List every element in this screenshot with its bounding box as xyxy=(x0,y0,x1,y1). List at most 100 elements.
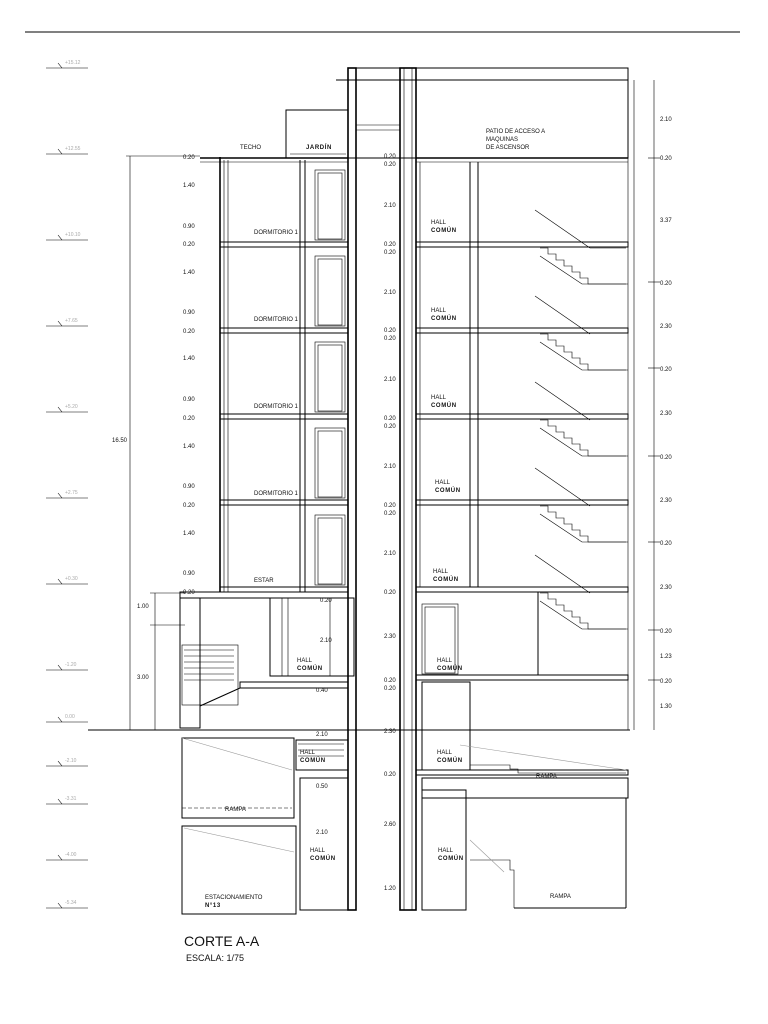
svg-text:COMÚN: COMÚN xyxy=(431,315,457,322)
overall-height-dimension: 16.50 1.00 3.00 xyxy=(112,155,200,730)
svg-text:1.20: 1.20 xyxy=(384,886,396,892)
svg-text:2.10: 2.10 xyxy=(384,377,396,383)
svg-text:2.30: 2.30 xyxy=(660,411,672,417)
svg-text:0.20: 0.20 xyxy=(384,328,396,334)
stair-flight xyxy=(534,381,628,457)
svg-text:0.20: 0.20 xyxy=(384,424,396,430)
level-marker: 0.00 xyxy=(46,714,88,723)
svg-text:0.50: 0.50 xyxy=(316,784,328,790)
svg-text:0.20: 0.20 xyxy=(660,629,672,635)
svg-text:2.10: 2.10 xyxy=(384,551,396,557)
label-estar: ESTAR xyxy=(254,578,274,584)
svg-text:0.20: 0.20 xyxy=(384,154,396,160)
svg-text:0.20: 0.20 xyxy=(183,329,195,335)
svg-text:0.20: 0.20 xyxy=(320,598,332,604)
label-jardin: JARDÍN xyxy=(306,143,332,151)
svg-text:0.20: 0.20 xyxy=(384,511,396,517)
label-hall: HALL xyxy=(431,308,447,314)
svg-text:0.20: 0.20 xyxy=(384,686,396,692)
room-labels: TECHO JARDÍN PATIO DE ACCESO A MAQUINAS … xyxy=(205,129,571,909)
doors xyxy=(314,169,459,675)
svg-text:0.20: 0.20 xyxy=(183,416,195,422)
label-hall: HALL xyxy=(433,569,449,575)
svg-text:1.40: 1.40 xyxy=(183,531,195,537)
svg-text:+2.75: +2.75 xyxy=(65,490,78,496)
svg-text:DE ASCENSOR: DE ASCENSOR xyxy=(486,145,530,151)
svg-text:N°13: N°13 xyxy=(205,903,221,909)
label-dormitorio: DORMITORIO 1 xyxy=(254,491,299,497)
svg-text:0.90: 0.90 xyxy=(183,571,195,577)
central-dimensions: 0.20 0.20 2.10 0.20 0.20 2.10 0.20 0.20 … xyxy=(316,154,396,892)
svg-text:0.20: 0.20 xyxy=(183,155,195,161)
svg-text:0.20: 0.20 xyxy=(183,503,195,509)
svg-text:3.00: 3.00 xyxy=(137,675,149,681)
svg-text:COMÚN: COMÚN xyxy=(437,757,463,764)
svg-text:0.00: 0.00 xyxy=(65,714,75,720)
svg-text:0.20: 0.20 xyxy=(660,455,672,461)
svg-text:-4.00: -4.00 xyxy=(65,852,77,858)
svg-text:0.20: 0.20 xyxy=(183,590,195,596)
svg-text:2.30: 2.30 xyxy=(660,498,672,504)
svg-text:2.30: 2.30 xyxy=(384,729,396,735)
svg-text:2.10: 2.10 xyxy=(320,638,332,644)
svg-text:COMÚN: COMÚN xyxy=(297,665,323,672)
svg-text:1.00: 1.00 xyxy=(137,604,149,610)
level-marker: +5.20 xyxy=(46,404,88,413)
stair-flight xyxy=(534,295,628,371)
level-marker: +12.55 xyxy=(46,146,88,155)
svg-text:-1.20: -1.20 xyxy=(65,662,77,668)
level-marker: +0.30 xyxy=(46,576,88,585)
level-marker: -3.31 xyxy=(46,796,88,805)
label-rampa: RAMPA xyxy=(225,807,246,813)
right-dimension-column: 2.10 0.20 3.37 0.20 2.30 0.20 2.30 0.20 … xyxy=(648,80,672,730)
label-hall: HALL xyxy=(310,848,326,854)
level-marker: -4.00 xyxy=(46,852,88,861)
svg-text:-3.31: -3.31 xyxy=(65,796,77,802)
svg-text:0.90: 0.90 xyxy=(183,224,195,230)
svg-text:COMÚN: COMÚN xyxy=(435,487,461,494)
svg-text:-5.34: -5.34 xyxy=(65,900,77,906)
stair-flight xyxy=(534,554,628,630)
svg-text:COMÚN: COMÚN xyxy=(431,402,457,409)
svg-text:0.20: 0.20 xyxy=(183,242,195,248)
label-dormitorio: DORMITORIO 1 xyxy=(254,317,299,323)
svg-text:+12.55: +12.55 xyxy=(65,146,81,152)
svg-text:2.10: 2.10 xyxy=(316,732,328,738)
label-hall: HALL xyxy=(435,480,451,486)
svg-text:0.40: 0.40 xyxy=(316,688,328,694)
svg-text:+10.10: +10.10 xyxy=(65,232,81,238)
label-dormitorio: DORMITORIO 1 xyxy=(254,404,299,410)
svg-text:0.90: 0.90 xyxy=(183,310,195,316)
svg-text:0.20: 0.20 xyxy=(384,678,396,684)
svg-text:1.30: 1.30 xyxy=(660,704,672,710)
svg-text:0.20: 0.20 xyxy=(660,156,672,162)
svg-text:0.20: 0.20 xyxy=(384,242,396,248)
svg-text:+0.30: +0.30 xyxy=(65,576,78,582)
svg-text:2.30: 2.30 xyxy=(384,634,396,640)
level-marker: -1.20 xyxy=(46,662,88,671)
label-hall: HALL xyxy=(300,750,316,756)
svg-text:1.40: 1.40 xyxy=(183,270,195,276)
svg-text:2.60: 2.60 xyxy=(384,822,396,828)
svg-text:2.30: 2.30 xyxy=(660,324,672,330)
label-hall: HALL xyxy=(297,658,313,664)
svg-text:0.20: 0.20 xyxy=(384,416,396,422)
stairs-right xyxy=(534,209,628,630)
svg-text:2.30: 2.30 xyxy=(660,585,672,591)
svg-text:1.40: 1.40 xyxy=(183,183,195,189)
svg-text:1.40: 1.40 xyxy=(183,444,195,450)
stair-flight xyxy=(534,467,628,543)
lower-levels xyxy=(179,597,629,915)
building-frame xyxy=(200,67,635,911)
level-marker: +7.65 xyxy=(46,318,88,327)
svg-text:2.10: 2.10 xyxy=(384,203,396,209)
svg-text:1.23: 1.23 xyxy=(660,654,672,660)
label-rampa: RAMPA xyxy=(536,774,557,780)
label-hall: HALL xyxy=(437,658,453,664)
stair-flight xyxy=(534,209,628,285)
svg-text:0.90: 0.90 xyxy=(183,397,195,403)
level-marker: -5.34 xyxy=(46,900,88,909)
label-estacionamiento: ESTACIONAMIENTO xyxy=(205,895,263,901)
label-hall: HALL xyxy=(437,750,453,756)
drawing-title: CORTE A-A xyxy=(184,933,260,949)
